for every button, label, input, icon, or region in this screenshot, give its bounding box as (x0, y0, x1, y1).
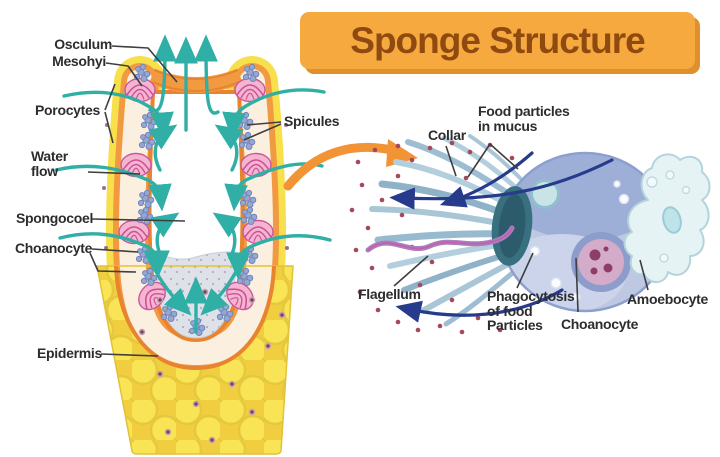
label-porocytes: Porocytes (35, 102, 100, 118)
epidermis-dots (138, 288, 286, 444)
amoebocyte (623, 153, 711, 283)
water-flow-arrows (54, 34, 332, 334)
leader-epidermis (100, 353, 159, 357)
label-spicules: Spicules (284, 113, 340, 129)
leader-choanocyte-1 (91, 248, 139, 253)
leader-mesohyl (105, 62, 143, 87)
leader-flagellum (393, 255, 429, 287)
label-collar: Collar (428, 127, 466, 143)
wall-mesohyl-layer (118, 69, 274, 366)
inner-lining (114, 265, 276, 371)
leader-phagocytosis (516, 252, 534, 289)
page-title: Sponge Structure (350, 19, 645, 61)
label-water-flow: Water flow (31, 148, 68, 179)
osculum-rim (148, 68, 244, 93)
leader-spicules-2 (243, 123, 282, 141)
leader-porocytes-1 (104, 83, 116, 111)
leader-spongocoel (91, 218, 186, 222)
flagellum (365, 225, 515, 253)
label-choanocyte-left: Choanocyte (15, 240, 93, 256)
label-phagocytosis: Phagocytosis of food Particles (487, 288, 575, 334)
label-epidermis: Epidermis (37, 345, 102, 361)
label-mesohyl: Mesohyi (52, 53, 106, 69)
leader-choanocyte-right (575, 257, 579, 313)
current-arrows (389, 151, 614, 323)
title-banner: Sponge Structure (300, 12, 695, 69)
amoebocyte-nucleus (662, 206, 682, 234)
sponge-body (54, 34, 332, 455)
leader-food-2 (489, 143, 519, 170)
leader-collar (445, 145, 457, 177)
leader-porocytes-2 (104, 111, 114, 144)
leader-lines (87, 45, 649, 357)
label-osculum: Osculum (54, 36, 112, 52)
leader-food-1 (467, 143, 491, 178)
label-food-particles: Food particles in mucus (478, 103, 570, 134)
leader-osculum (111, 45, 178, 83)
cell-organelles (529, 179, 654, 302)
leader-water-flow (87, 171, 141, 175)
collar-strands (369, 134, 522, 327)
leader-spicules-1 (246, 121, 282, 126)
nucleus (571, 232, 631, 292)
label-choanocyte-right: Choanocyte (561, 316, 639, 332)
label-flagellum: Flagellum (358, 286, 421, 302)
label-spongocoel: Spongocoel (16, 210, 94, 226)
leader-choanocyte-2 (89, 252, 137, 273)
label-amoebocyte: Amoebocyte (627, 291, 709, 307)
leader-amoebocyte (639, 259, 649, 291)
choanocyte-detail (349, 134, 711, 335)
